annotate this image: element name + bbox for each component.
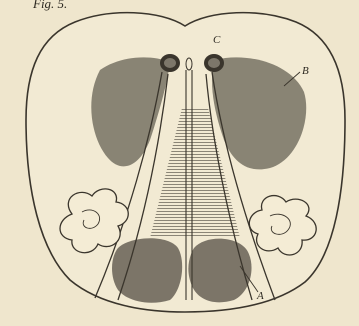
label-c: C [213,34,220,46]
figure-number-label: Fig. 5. [33,0,67,12]
label-a: A [257,290,264,302]
label-b: B [302,65,309,77]
